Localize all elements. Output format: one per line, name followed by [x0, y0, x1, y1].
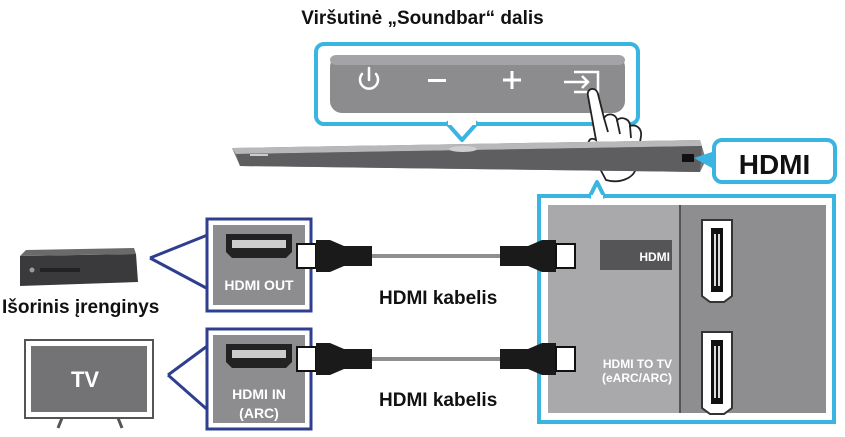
source-input-icon	[564, 70, 600, 94]
device-link-line-1	[149, 232, 211, 292]
soundbar-hdmi-socket	[701, 219, 733, 303]
soundbar-hdmi-to-tv-port-label: HDMI TO TV (eARC/ARC)	[602, 357, 672, 385]
soundbar-hdmi-callout-label: HDMI	[712, 138, 837, 184]
hdmi-callout-pointer	[694, 152, 712, 168]
soundbar-hdmi-port-label: HDMI	[639, 250, 670, 264]
power-icon	[358, 66, 380, 90]
hdmi-cable-label-2: HDMI kabelis	[379, 390, 498, 411]
soundbar-port-callout	[537, 180, 836, 424]
minus-icon	[428, 79, 446, 82]
hdmi-cable-1	[296, 240, 576, 272]
soundbar-hdmi-tv-socket	[701, 331, 733, 415]
hdmi-out-port-label: HDMI OUT	[224, 277, 294, 293]
plus-icon	[503, 71, 521, 89]
external-hdmi-out-port	[205, 217, 313, 313]
top-panel-callout	[314, 42, 640, 142]
device-link-line-2	[167, 342, 211, 414]
tv-label: TV	[70, 367, 100, 392]
tv-hdmi-in-port	[205, 327, 313, 431]
external-device-icon	[20, 248, 138, 286]
soundbar	[232, 140, 706, 172]
tv-icon	[24, 339, 154, 429]
hdmi-in-arc-port-label: HDMI IN (ARC)	[232, 386, 286, 421]
external-device-label: Išorinis įrenginys	[2, 297, 160, 318]
top-panel-title: Viršutinė „Soundbar“ dalis	[301, 8, 544, 29]
hdmi-cable-2	[296, 343, 576, 375]
hdmi-cable-label-1: HDMI kabelis	[379, 288, 498, 309]
